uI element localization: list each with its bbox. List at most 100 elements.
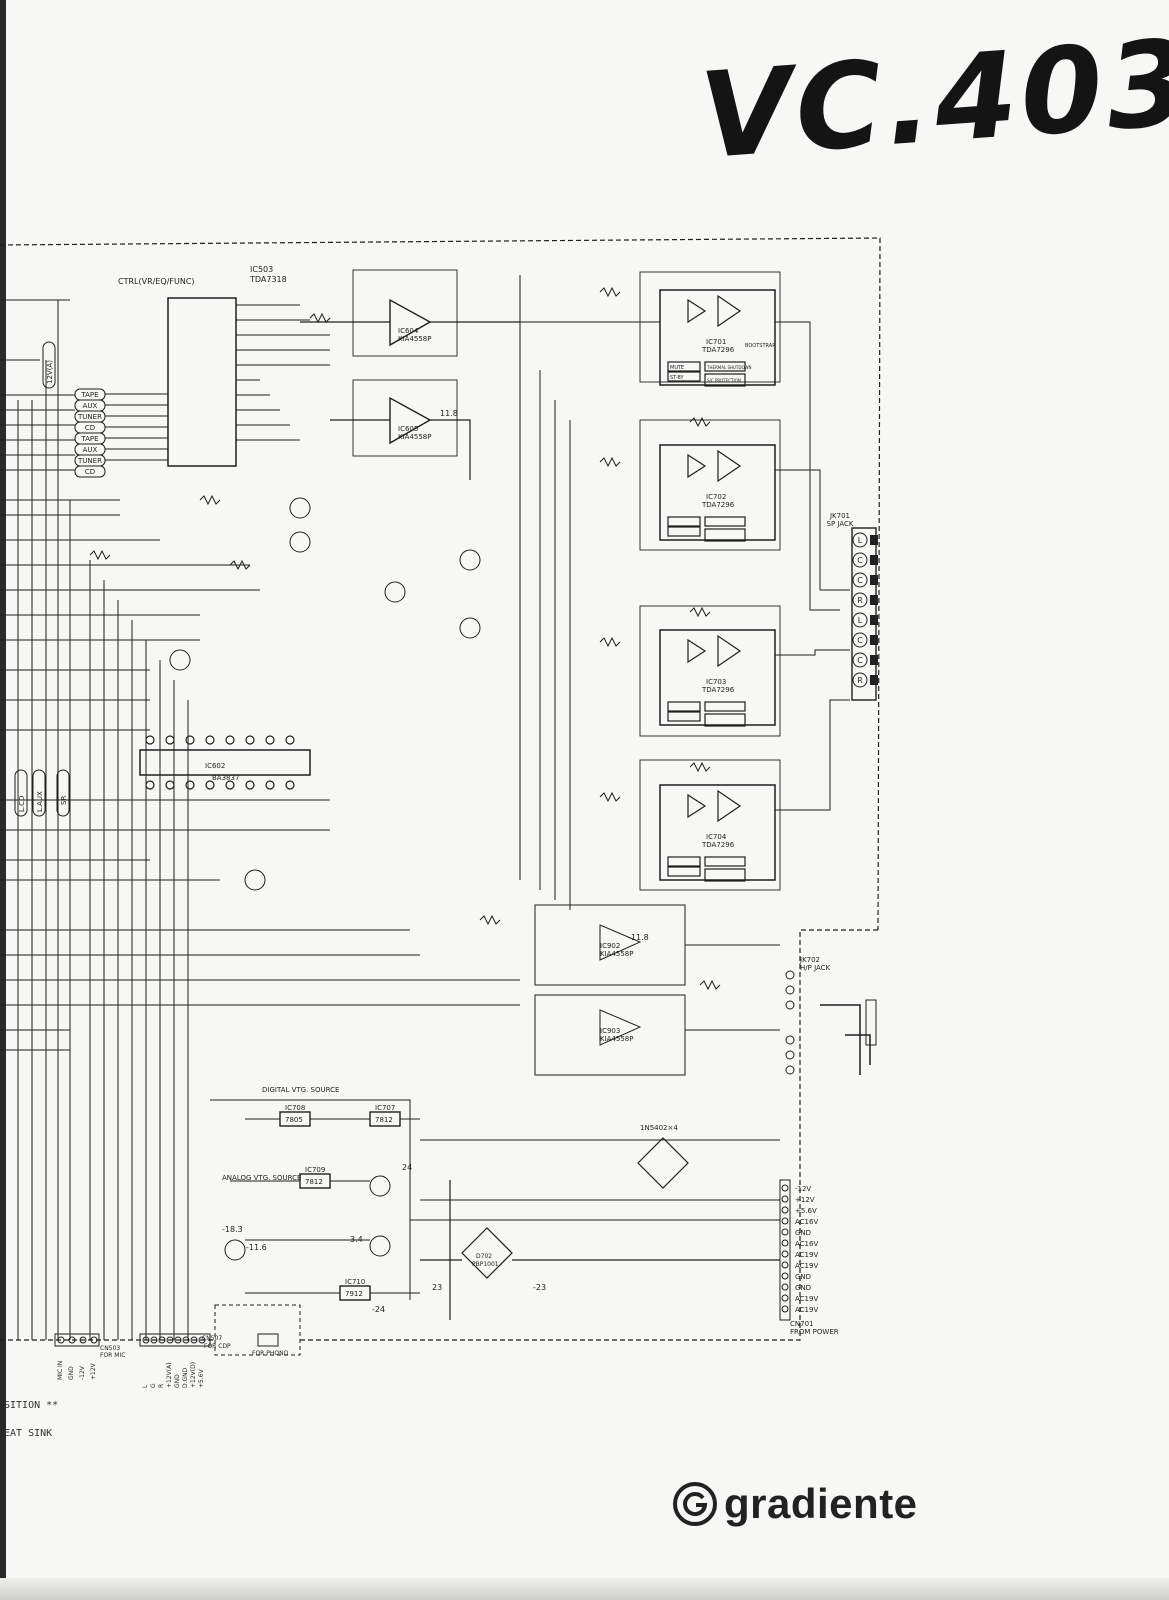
cn507-label: FOR CDP xyxy=(204,1343,231,1350)
cn503-label: FOR MIC xyxy=(100,1352,125,1359)
ic903-part: KIA4558P xyxy=(600,1035,633,1043)
jk701-pin-5: L xyxy=(858,616,863,625)
jk701-label: SP JACK xyxy=(827,520,854,528)
jk701-ref: JK701 xyxy=(829,512,850,520)
source-tape-1: TAPE xyxy=(80,391,98,399)
resistors xyxy=(89,286,721,991)
vtag-12va: 12V(A) xyxy=(46,360,54,384)
ic701-ref: IC701 xyxy=(706,338,726,346)
vertical-tags xyxy=(14,341,70,817)
supply-label-neg11-6: -11.6 xyxy=(246,1243,267,1252)
ic602-ref: IC602 xyxy=(205,762,225,770)
source-aux-2: AUX xyxy=(83,446,98,454)
ic902-ref: IC902 xyxy=(600,942,620,950)
cn701-pin-1: -12V xyxy=(795,1185,811,1193)
brand-name: gradiente xyxy=(724,1480,918,1527)
ic701-bootstrap-label: BOOTSTRAP xyxy=(745,343,775,349)
cn503-pin-3: -12V xyxy=(79,1365,86,1380)
cn507-pin-7: +12V(D) xyxy=(190,1362,197,1388)
cn701-pin-12: AC19V xyxy=(795,1306,818,1314)
ic708-part: 7805 xyxy=(285,1116,303,1124)
ic710-ref: IC710 xyxy=(345,1278,365,1286)
ic604-part: KIA4558P xyxy=(398,335,431,343)
headphone-section xyxy=(534,904,877,1076)
cn701-pin-7: AC19V xyxy=(795,1251,818,1259)
source-cd-1: CD xyxy=(85,424,95,432)
source-cd-2: CD xyxy=(85,468,95,476)
footnote-position: SITION ** xyxy=(4,1400,59,1411)
ic701-protection-label: S/C PROTECTION xyxy=(707,378,741,383)
ic701-mute-label: MUTE xyxy=(670,365,684,371)
ic902-part: KIA4558P xyxy=(600,950,633,958)
ic704-block xyxy=(639,759,781,891)
ic702-part: TDA7296 xyxy=(701,501,735,509)
cn701-pin-3: +5.6V xyxy=(795,1207,817,1215)
ic702-ref: IC702 xyxy=(706,493,726,501)
ic602-block xyxy=(139,735,311,790)
ic704-part: TDA7296 xyxy=(701,841,735,849)
ic604-ref: IC604 xyxy=(398,327,419,335)
vtag-lcd: L.CD xyxy=(18,796,26,812)
ic503-block xyxy=(105,297,330,467)
board-outline-right xyxy=(799,929,878,1300)
ic701-part: TDA7296 xyxy=(701,346,735,354)
jk701-pin-1: L xyxy=(858,536,863,545)
ic602-part: BA3837 xyxy=(212,774,239,782)
cn701-connector xyxy=(779,1179,791,1321)
jk701-pin-2: C xyxy=(857,556,863,565)
supply-label-neg23: -23 xyxy=(533,1283,546,1292)
signal-buses xyxy=(0,299,520,1340)
ic704-ref: IC704 xyxy=(706,833,727,841)
ic707-ref: IC707 xyxy=(375,1104,395,1112)
cn701-pin-4: AC16V xyxy=(795,1218,818,1226)
jk702-label: H/P JACK xyxy=(800,964,831,972)
bridge-ref: D702 xyxy=(476,1253,492,1260)
cn503-pin-1: MIC IN xyxy=(57,1361,64,1380)
cn503-pin-4: +12V xyxy=(90,1362,97,1380)
ic709-part: 7812 xyxy=(305,1178,323,1186)
ic703-part: TDA7296 xyxy=(701,686,735,694)
cn503-pin-2: GND xyxy=(68,1366,75,1380)
cn507-pin-4: +12V(A) xyxy=(166,1362,173,1388)
phono-connector-label: FOR PHONO xyxy=(252,1350,289,1357)
cn701-pin-10: GND xyxy=(795,1284,811,1292)
cn507-pin-6: D.GND xyxy=(182,1367,189,1388)
jk702-ref: JK702 xyxy=(799,956,820,964)
jk701-pin-4: R xyxy=(857,596,863,605)
cn507-pin-2: G xyxy=(150,1383,157,1388)
vtag-sr: SR xyxy=(60,796,68,805)
bottom-connectors xyxy=(54,1304,301,1356)
cn701-pin-9: GND xyxy=(795,1273,811,1281)
cn507-pin-1: L xyxy=(142,1384,149,1388)
jk701-pin-6: C xyxy=(857,636,863,645)
brand-logo: gradiente xyxy=(672,1480,918,1528)
cn701-pin-6: AC16V xyxy=(795,1240,818,1248)
supply-label-neg11-8: -11.8 xyxy=(628,933,649,942)
ic605-opamp xyxy=(330,379,471,480)
cn507-pin-3: R xyxy=(158,1384,165,1388)
cn701-pin-11: AC19V xyxy=(795,1295,818,1303)
cn701-pin-2: +12V xyxy=(795,1196,815,1204)
supply-label-24: 24 xyxy=(402,1163,412,1172)
cn701-label: FROM POWER xyxy=(790,1328,839,1336)
source-tape-2: TAPE xyxy=(80,435,98,443)
ic702-block xyxy=(639,419,781,551)
jk701-speaker-jack xyxy=(851,527,878,701)
ic710-part: 7912 xyxy=(345,1290,363,1298)
regulator-section xyxy=(210,1099,780,1301)
transistors xyxy=(169,497,481,1261)
ic701-block xyxy=(639,271,781,387)
jk701-pin-8: R xyxy=(857,676,863,685)
cn701-ref: CN701 xyxy=(790,1320,814,1328)
ic703-ref: IC703 xyxy=(706,678,726,686)
cn507-pin-5: GND xyxy=(174,1374,181,1388)
ic703-block xyxy=(639,605,781,737)
footnote-heat-sink: EAT SINK xyxy=(4,1428,53,1439)
ic701-thermal-label: THERMAL SHUTDOWN xyxy=(706,365,752,370)
source-tuner-1: TUNER xyxy=(77,413,102,421)
cn701-pin-8: AC19V xyxy=(795,1262,818,1270)
input-source-tags xyxy=(74,388,106,478)
vtag-laux: L.AUX xyxy=(36,791,44,812)
ic707-part: 7812 xyxy=(375,1116,393,1124)
